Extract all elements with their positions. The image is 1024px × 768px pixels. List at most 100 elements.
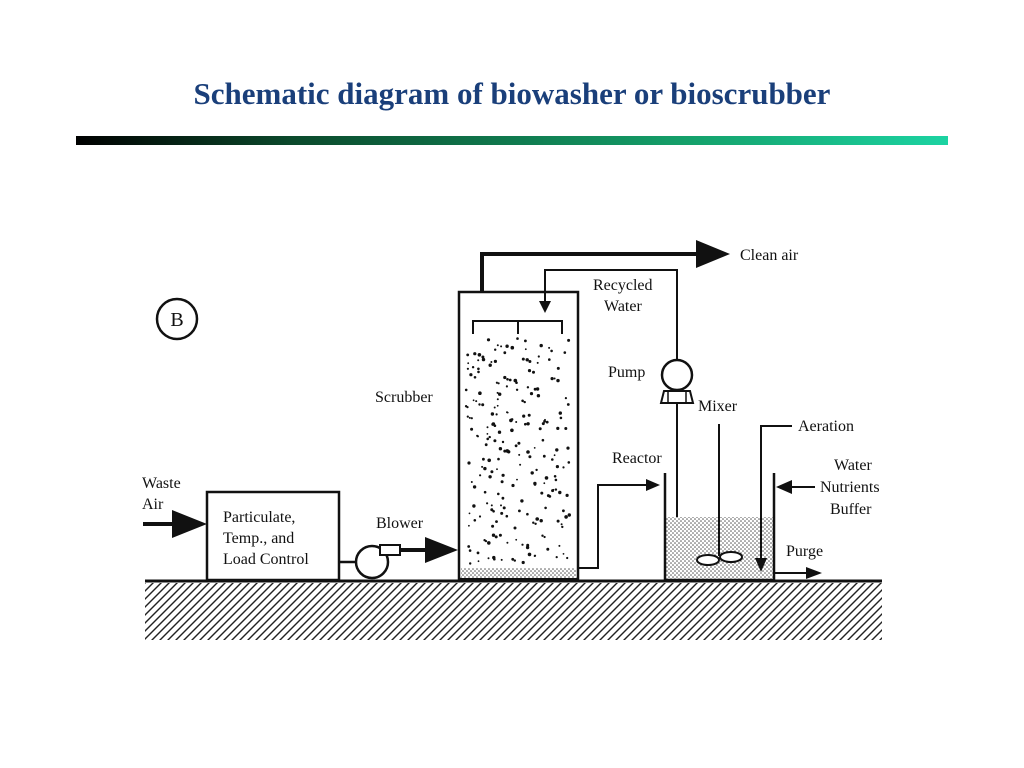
packing-particle xyxy=(553,377,556,380)
packing-particle xyxy=(535,517,539,521)
packing-particle xyxy=(481,355,485,359)
packing-particle xyxy=(526,512,529,516)
packing-particle xyxy=(536,394,541,398)
packing-particle xyxy=(555,465,560,469)
packing-particle xyxy=(566,403,570,406)
slide-title: Schematic diagram of biowasher or bioscr… xyxy=(193,76,831,111)
packing-particle xyxy=(543,482,546,485)
packing-particle xyxy=(477,370,480,374)
packing-particle xyxy=(510,345,515,350)
packing-particle xyxy=(530,471,534,475)
packing-particle xyxy=(526,386,530,389)
packing-particle xyxy=(520,499,524,503)
packing-particle xyxy=(500,345,503,348)
packing-particle xyxy=(482,457,485,461)
packing-particle xyxy=(562,509,565,513)
packing-particle xyxy=(540,491,544,495)
packing-particle xyxy=(491,524,495,528)
packing-particle xyxy=(543,419,546,423)
packing-particle xyxy=(476,434,479,437)
packing-particle xyxy=(483,490,487,494)
packing-particle xyxy=(541,534,544,537)
packing-particle xyxy=(490,361,493,363)
clean-air-label: Clean air xyxy=(740,247,799,264)
packing-particle xyxy=(521,543,524,546)
control-box-label-line3: Load Control xyxy=(223,551,309,568)
packing-particle xyxy=(516,478,518,481)
packing-particle xyxy=(496,344,499,347)
packing-particle xyxy=(470,417,473,420)
packing-particle xyxy=(496,398,499,401)
packing-particle xyxy=(525,545,530,550)
packing-particle xyxy=(510,428,514,433)
packing-particle xyxy=(495,413,498,416)
packing-particle xyxy=(490,412,495,416)
packing-particle xyxy=(563,351,567,354)
packing-particle xyxy=(469,562,472,565)
packing-particle xyxy=(496,468,498,471)
packing-particle xyxy=(511,483,515,488)
packing-particle xyxy=(521,357,525,361)
packing-particle xyxy=(544,506,547,510)
packing-particle xyxy=(524,339,527,343)
packing-particle xyxy=(554,488,558,491)
packing-particle xyxy=(497,382,500,385)
packing-particle xyxy=(468,524,470,527)
packing-particle xyxy=(556,426,560,430)
packing-particle xyxy=(539,519,543,523)
panel-label-b: B xyxy=(155,297,199,341)
packing-particle xyxy=(551,458,554,461)
packing-particle xyxy=(488,475,492,479)
packing-particle xyxy=(490,504,493,507)
packing-particle xyxy=(503,375,507,380)
packing-particle xyxy=(523,400,526,404)
packing-particle xyxy=(497,457,500,461)
packing-particle xyxy=(517,441,521,445)
packing-particle xyxy=(522,414,526,418)
packing-particle xyxy=(494,348,497,351)
packing-particle xyxy=(477,560,480,563)
packing-particle xyxy=(526,450,530,454)
packing-particle xyxy=(534,522,537,525)
control-box: Particulate, Temp., and Load Control xyxy=(205,490,341,582)
packing-particle xyxy=(486,338,491,342)
packing-particle xyxy=(505,344,509,348)
packing-particle xyxy=(505,385,508,388)
control-box-label-line2: Temp., and xyxy=(223,530,294,547)
packing-particle xyxy=(493,406,496,409)
packing-particle xyxy=(486,502,489,505)
packing-particle xyxy=(564,397,568,400)
packing-particle xyxy=(548,358,551,361)
packing-particle xyxy=(469,373,473,377)
packing-particle xyxy=(464,405,468,408)
packing-particle xyxy=(464,388,468,392)
packing-particle xyxy=(562,466,565,469)
waste-air-label-line1: Waste xyxy=(142,475,181,492)
packing-particle xyxy=(466,367,469,370)
packing-particle xyxy=(479,474,482,477)
packing-particle xyxy=(486,426,489,429)
packing-particle xyxy=(565,493,569,497)
packing-particle xyxy=(493,557,496,561)
packing-particle xyxy=(564,427,568,430)
packing-particle xyxy=(514,444,518,448)
packing-particle xyxy=(502,506,506,510)
packing-particle xyxy=(497,492,500,496)
packing-particle xyxy=(486,437,490,441)
packing-particle xyxy=(532,370,535,374)
packing-particle xyxy=(558,544,561,547)
packing-particle xyxy=(478,403,481,406)
packing-particle xyxy=(466,415,469,418)
packing-particle xyxy=(560,523,563,526)
packing-particle xyxy=(555,448,559,452)
packing-particle xyxy=(496,391,499,394)
packing-particle xyxy=(483,466,487,471)
packing-particle xyxy=(555,556,558,559)
packing-particle xyxy=(473,519,477,522)
packing-particle xyxy=(535,468,538,472)
packing-particle xyxy=(533,387,537,391)
packing-particle xyxy=(495,381,498,384)
packing-particle xyxy=(515,538,518,541)
packing-particle xyxy=(481,465,484,468)
